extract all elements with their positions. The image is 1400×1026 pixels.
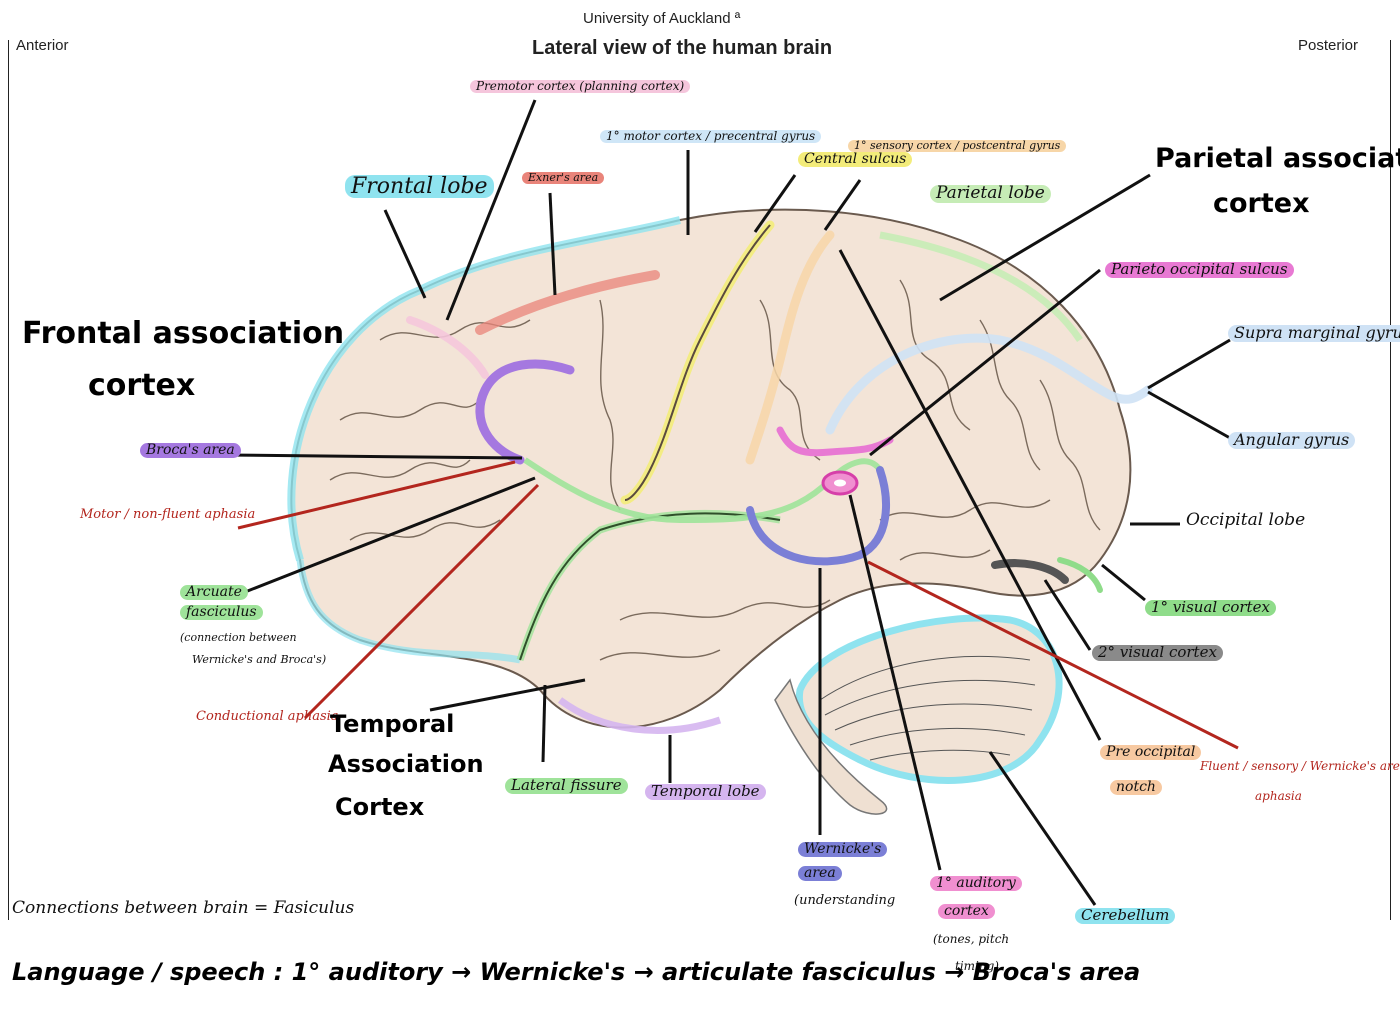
cerebellum-folia <box>819 655 1036 761</box>
exners-area-highlight <box>475 270 660 335</box>
temporal-association-label-line1: Temporal <box>330 710 455 738</box>
exners-area-label: Exner's area <box>522 172 605 184</box>
primary-visual-highlight <box>1057 557 1103 593</box>
wernickes-area-highlight <box>746 466 890 566</box>
frontal-lobe-lower-outline <box>296 559 521 664</box>
temporal-lobe-label: Temporal lobe <box>645 783 766 800</box>
temporal-association-label-line2: Association <box>328 750 484 778</box>
auditory-cortex-center <box>834 479 846 487</box>
fluent-aphasia-label-line2: aphasia <box>1255 789 1302 803</box>
posterior-label: Posterior <box>1298 37 1359 54</box>
conduction-aphasia-label: Conductional aphasia <box>196 709 339 724</box>
premotor-label: Premotor cortex (planning cortex) <box>470 80 691 93</box>
angular-gyrus-label: Angular gyrus <box>1228 431 1356 449</box>
auditory-label-line3: (tones, pitch <box>933 932 1010 946</box>
arcuate-label-line2: fasciculus <box>180 605 263 620</box>
parietal-lobe-label: Parietal lobe <box>930 184 1051 203</box>
parietal-association-label-line1: Parietal association <box>1155 143 1400 174</box>
secondary-visual-highlight <box>991 559 1069 584</box>
central-sulcus-line <box>624 224 771 501</box>
language-pathway-note: Language / speech : 1° auditory → Wernic… <box>12 958 1141 986</box>
sensory-cortex-label: 1° sensory cortex / postcentral gyrus <box>848 140 1067 152</box>
frontal-lobe-outline <box>287 216 681 562</box>
premotor-highlight <box>406 316 489 379</box>
brocas-area-label: Broca's area <box>140 443 241 458</box>
auditory-label-line2: cortex <box>938 904 995 919</box>
parietal-lobe-outline <box>879 231 1083 342</box>
parietal-association-label-line2: cortex <box>1213 188 1310 219</box>
supramarginal-highlight <box>825 333 1153 435</box>
arcuate-label-line4: Wernicke's and Broca's) <box>192 653 327 666</box>
right-frame-line <box>1390 40 1391 920</box>
auditory-label-line1: 1° auditory <box>930 876 1022 891</box>
motor-cortex-label: 1° motor cortex / precentral gyrus <box>600 130 822 143</box>
cerebellum-shape <box>795 614 1063 784</box>
cerebellum-label: Cerebellum <box>1075 907 1176 924</box>
wernickes-label-line3: (understanding <box>794 893 896 908</box>
fasciculus-note: Connections between brain = Fasiculus <box>12 898 355 918</box>
diagram-title: Lateral view of the human brain <box>532 37 833 59</box>
wernickes-label-line1: Wernicke's <box>798 842 888 857</box>
frontal-association-label-line2: cortex <box>88 368 196 403</box>
lateral-fissure-dark <box>519 512 781 661</box>
arcuate-label-line1: Arcuate <box>180 585 248 600</box>
frontal-association-label-line1: Frontal association <box>22 316 345 351</box>
temporal-association-label-line3: Cortex <box>335 793 425 821</box>
central-sulcus-label: Central sulcus <box>798 152 913 167</box>
brain-stem <box>774 678 888 815</box>
parieto-occipital-label: Parieto occipital sulcus <box>1105 261 1294 278</box>
left-frame-line <box>8 40 9 920</box>
source-credit: University of Auckland ª <box>583 10 741 27</box>
auditory-label-line4: timing) <box>955 959 999 973</box>
motor-aphasia-label: Motor / non-fluent aphasia <box>80 507 256 522</box>
occipital-lobe-label: Occipital lobe <box>1186 510 1306 530</box>
brocas-area-highlight <box>475 359 575 465</box>
temporal-lobe-outline <box>557 697 722 734</box>
frontal-lobe-label: Frontal lobe <box>345 175 494 198</box>
secondary-visual-label: 2° visual cortex <box>1092 644 1223 661</box>
red-leader-lines <box>237 460 1239 750</box>
fluent-aphasia-label-line1: Fluent / sensory / Wernicke's area <box>1200 759 1400 773</box>
pre-occipital-label-line1: Pre occipital <box>1100 745 1202 760</box>
gyri-texture <box>329 279 1101 661</box>
supramarginal-label: Supra marginal gyrus <box>1228 324 1400 342</box>
primary-visual-label: 1° visual cortex <box>1145 599 1276 616</box>
lateral-fissure-label: Lateral fissure <box>505 777 628 794</box>
wernickes-label-line2: area <box>798 866 842 881</box>
arcuate-fasciculus-highlight <box>523 457 883 524</box>
sensory-highlight <box>745 230 835 465</box>
arcuate-label-line3: (connection between <box>180 631 297 644</box>
parieto-occipital-highlight <box>776 426 894 457</box>
anterior-label: Anterior <box>16 37 69 54</box>
pre-occipital-label-line2: notch <box>1110 780 1162 795</box>
